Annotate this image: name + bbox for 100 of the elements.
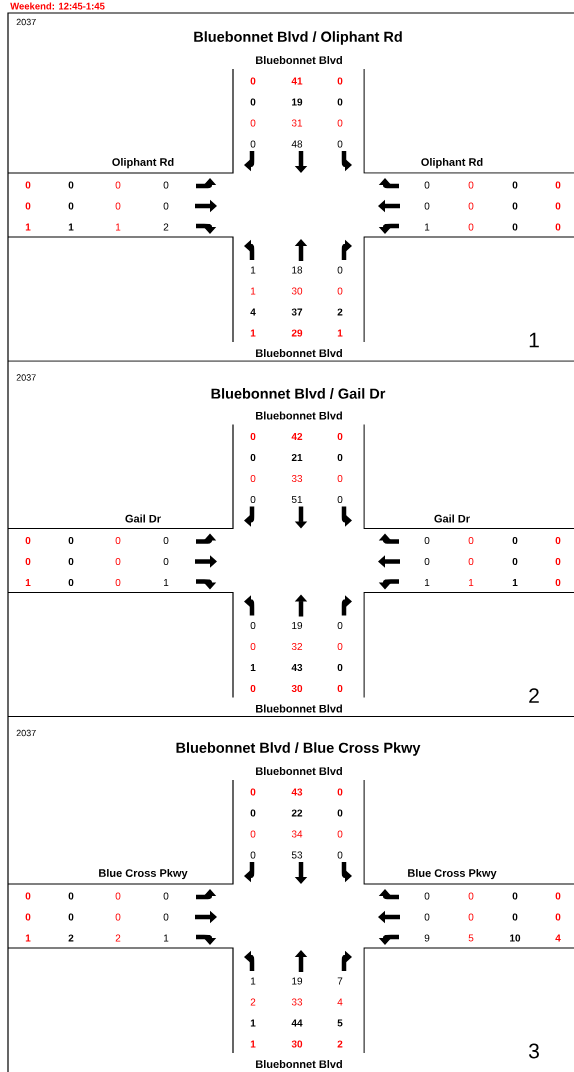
volume-number: 0 — [337, 453, 343, 462]
volume-number: 1 — [250, 664, 256, 671]
street-name: Bluebonnet Blvd — [256, 348, 342, 358]
volume-number: 0 — [468, 892, 474, 900]
volume-number: 0 — [250, 851, 256, 859]
volume-number: 0 — [337, 119, 343, 127]
volume-number: 42 — [291, 433, 303, 440]
volume-number: 0 — [68, 892, 74, 900]
volume-number: 0 — [337, 809, 343, 817]
volume-number: 0 — [337, 98, 343, 106]
volume-number: 0 — [555, 578, 561, 587]
volume-number: 0 — [424, 913, 430, 921]
volume-number: 0 — [250, 119, 256, 127]
volume-number: 0 — [468, 181, 474, 189]
volume-number: 1 — [512, 579, 518, 586]
panel-number: 1 — [529, 332, 539, 348]
volume-number: 0 — [337, 684, 343, 693]
volume-number: 0 — [250, 140, 256, 148]
volume-number: 0 — [555, 892, 561, 900]
year-label: 2037 — [16, 729, 36, 737]
volume-number: 0 — [512, 223, 518, 231]
street-name: Bluebonnet Blvd — [256, 1060, 342, 1069]
volume-number: 30 — [291, 287, 303, 295]
volume-number: 19 — [292, 621, 303, 630]
volume-number: 0 — [115, 557, 121, 566]
volume-number: 0 — [468, 202, 474, 210]
volume-number: 0 — [337, 642, 343, 651]
volume-number: 0 — [512, 892, 518, 900]
volume-number: 0 — [68, 202, 74, 210]
volume-number: 0 — [555, 536, 561, 545]
volume-number: 0 — [25, 536, 31, 545]
volume-number: 9 — [424, 934, 430, 942]
volume-number: 0 — [468, 913, 474, 921]
street-name: Bluebonnet Blvd — [256, 55, 342, 65]
volume-number: 0 — [68, 557, 74, 566]
volume-number: 22 — [291, 809, 303, 817]
volume-number: 0 — [250, 474, 256, 483]
volume-number: 0 — [163, 536, 169, 545]
street-name: Blue Cross Pkwy — [99, 868, 188, 880]
volume-number: 0 — [68, 536, 74, 545]
volume-number: 0 — [115, 913, 121, 921]
volume-number: 0 — [25, 913, 31, 921]
volume-number: 30 — [291, 1040, 303, 1048]
volume-number: 30 — [291, 684, 303, 693]
volume-number: 0 — [337, 495, 343, 504]
volume-number: 1 — [250, 1040, 256, 1048]
volume-number: 1 — [251, 266, 256, 274]
volume-number: 10 — [510, 934, 521, 942]
volume-number: 1 — [469, 579, 474, 586]
street-name: Oliphant Rd — [421, 157, 483, 169]
volume-number: 0 — [337, 851, 343, 859]
volume-number: 1 — [68, 223, 74, 231]
volume-number: 33 — [291, 474, 303, 483]
volume-number: 1 — [25, 579, 31, 586]
volume-number: 5 — [337, 1019, 343, 1027]
volume-number: 0 — [68, 181, 74, 189]
panel-number: 3 — [528, 1043, 539, 1059]
volume-number: 0 — [337, 140, 343, 148]
volume-number: 1 — [25, 934, 31, 942]
volume-number: 0 — [337, 287, 343, 295]
volume-number: 1 — [250, 1019, 256, 1027]
volume-number: 1 — [337, 329, 343, 337]
intersection-title: Bluebonnet Blvd / Gail Dr — [211, 388, 386, 399]
volume-number: 43 — [291, 663, 303, 672]
volume-number: 0 — [424, 202, 430, 210]
volume-number: 1 — [425, 579, 430, 586]
volume-number: 0 — [115, 578, 121, 587]
volume-number: 0 — [337, 266, 343, 274]
volume-number: 0 — [25, 892, 31, 900]
volume-number: 0 — [250, 830, 256, 838]
volume-number: 7 — [337, 977, 343, 985]
intersection-title: Bluebonnet Blvd / Blue Cross Pkwy — [176, 742, 421, 756]
year-label: 2037 — [16, 18, 36, 26]
volume-number: 4 — [337, 998, 343, 1006]
volume-number: 37 — [291, 308, 303, 316]
volume-number: 19 — [292, 977, 303, 985]
panel-number: 2 — [529, 688, 539, 703]
volume-number: 0 — [115, 536, 121, 545]
volume-number: 53 — [291, 851, 303, 859]
volume-number: 0 — [250, 621, 256, 630]
volume-number: 0 — [163, 913, 169, 921]
volume-number: 0 — [337, 830, 343, 838]
volume-number: 0 — [555, 557, 561, 566]
volume-number: 1 — [251, 977, 256, 985]
volume-number: 0 — [250, 495, 256, 504]
volume-number: 1 — [164, 579, 169, 586]
volume-number: 0 — [555, 181, 561, 189]
volume-number: 0 — [250, 809, 256, 817]
street-name: Blue Cross Pkwy — [408, 868, 497, 880]
volume-number: 34 — [291, 830, 303, 838]
street-name: Bluebonnet Blvd — [256, 766, 342, 776]
volume-number: 2 — [68, 934, 74, 942]
street-name: Gail Dr — [125, 514, 161, 523]
volume-number: 2 — [163, 223, 169, 231]
volume-number: 0 — [68, 913, 74, 921]
volume-number: 0 — [25, 181, 31, 189]
volume-number: 0 — [337, 663, 343, 672]
volume-number: 4 — [250, 308, 256, 316]
volume-number: 43 — [291, 788, 303, 796]
volume-number: 0 — [25, 202, 31, 210]
